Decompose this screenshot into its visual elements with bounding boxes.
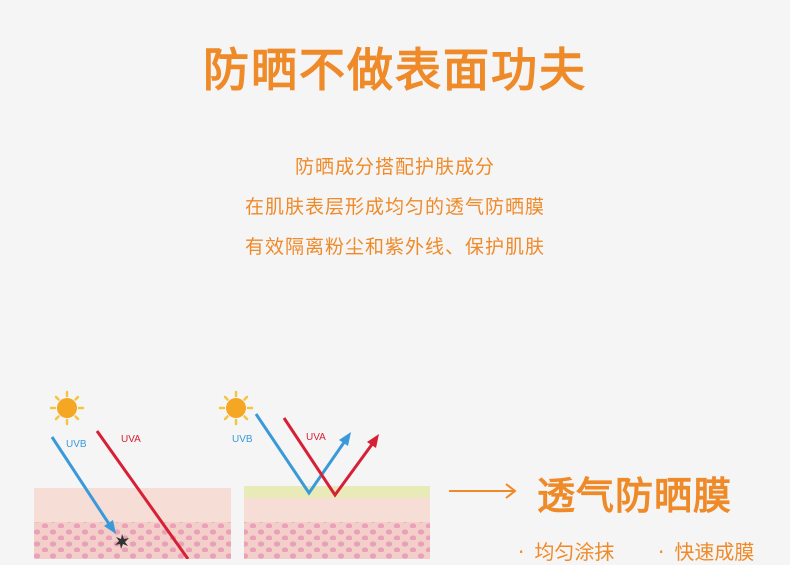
page-title: 防晒不做表面功夫 — [203, 43, 587, 97]
right-skin-panel — [244, 486, 430, 559]
uva-label: UVA — [121, 434, 141, 445]
uva-ray-left — [95, 430, 190, 559]
uvb-ray-right — [254, 413, 351, 496]
bullet-dot: · — [518, 540, 525, 564]
bullet-dot: · — [658, 540, 665, 564]
description-line-3: 有效隔离粉尘和紫外线、保护肌肤 — [244, 236, 545, 258]
uvb-label: UVB — [66, 439, 87, 450]
damage-burst-icon — [115, 534, 129, 549]
uva-ray-right — [282, 417, 379, 498]
sun-icon — [49, 390, 85, 426]
left-skin-panel — [34, 488, 231, 559]
feature-item: · 快速成膜 — [658, 536, 754, 565]
feature-label: 均匀涂抹 — [534, 540, 615, 564]
film-label: 透气防晒膜 — [537, 474, 733, 518]
uvb-label: UVB — [232, 434, 253, 445]
feature-label: 快速成膜 — [674, 540, 755, 564]
description-line-2: 在肌肤表层形成均匀的透气防晒膜 — [244, 196, 545, 218]
description-line-1: 防晒成分搭配护肤成分 — [294, 156, 495, 178]
uvb-ray-left — [50, 436, 116, 534]
long-arrow-right-icon — [449, 483, 517, 499]
sun-icon — [218, 390, 254, 426]
feature-item: · 均匀涂抹 — [518, 536, 614, 565]
uva-label: UVA — [306, 432, 326, 443]
